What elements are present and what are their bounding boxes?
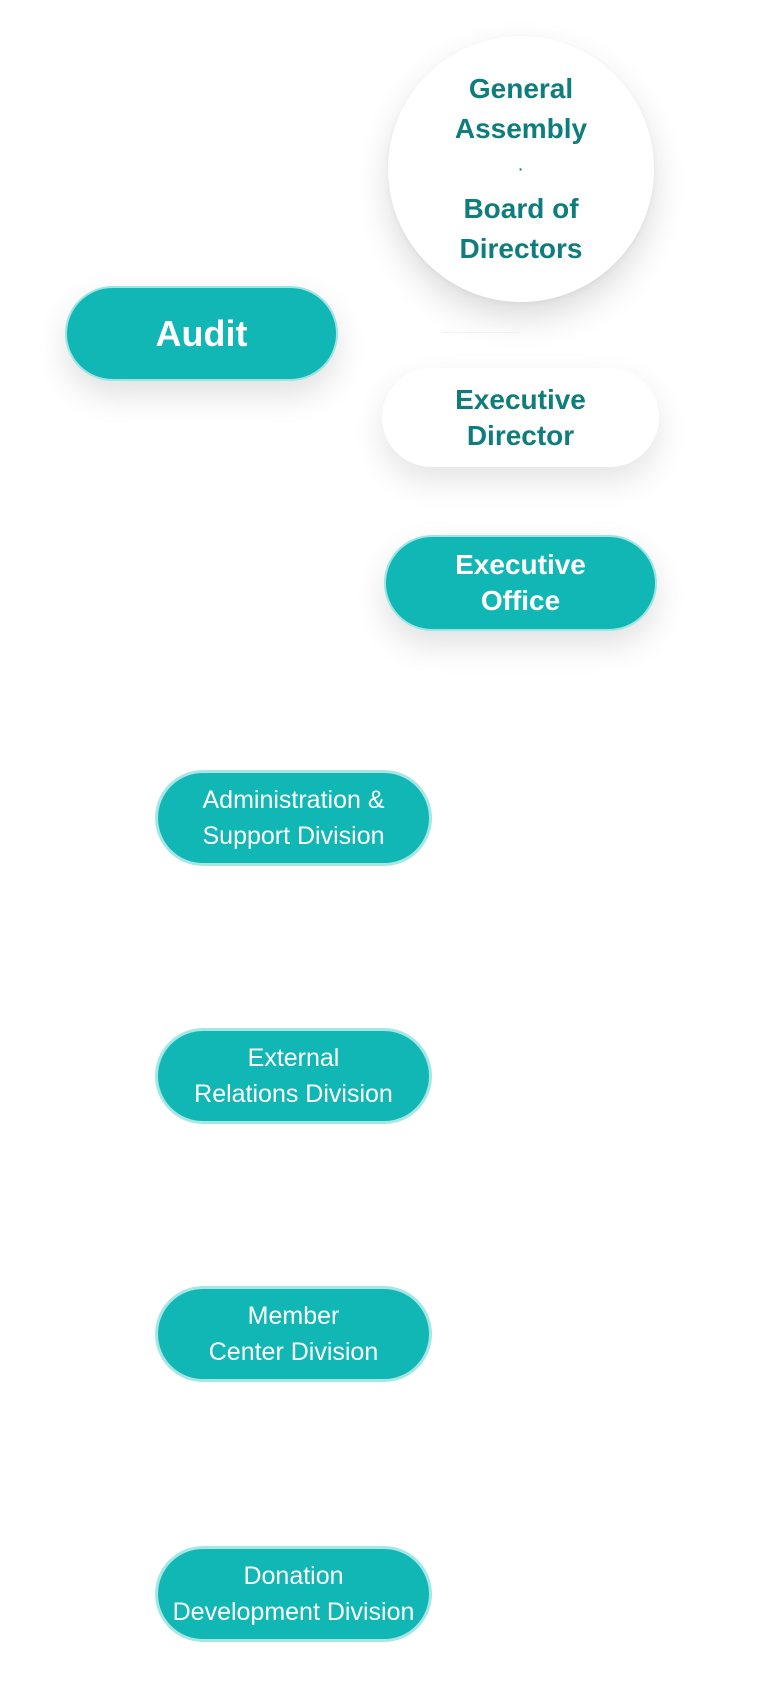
executive-director-label-line1: Executive [455,383,586,415]
administration-support-division-node: Administration & Support Division [155,770,432,866]
general-assembly-board-node: General Assembly · Board of Directors [388,36,654,302]
member-center-division-node: Member Center Division [155,1286,432,1382]
board-of-directors-label-line2: Directors [459,233,583,264]
executive-director-label-line2: Director [466,419,575,451]
external-relations-division-node: External Relations Division [155,1028,432,1124]
executive-director-node: Executive Director [382,368,659,467]
general-assembly-label-line2: Assembly [454,113,588,144]
board-of-directors-label-line1: Board of [463,193,579,224]
division-label-line2: Support Division [202,822,385,850]
division-label-line1: Donation [243,1562,344,1590]
division-label-line1: Member [247,1302,340,1330]
division-label-line1: Administration & [202,786,385,814]
division-label-line2: Center Division [208,1338,379,1366]
executive-office-node: Executive Office [384,535,657,631]
executive-office-label-line2: Office [480,585,561,616]
division-label-line2: Development Division [172,1598,415,1626]
executive-office-label-line1: Executive [455,549,586,580]
audit-label: Audit [155,312,248,354]
audit-node: Audit [65,286,338,381]
division-label-line2: Relations Division [194,1080,393,1108]
governance-separator: · [518,161,524,177]
general-assembly-label-line1: General [468,73,574,104]
donation-development-division-node: Donation Development Division [155,1546,432,1642]
connector-divider [442,332,520,333]
division-label-line1: External [247,1044,340,1072]
